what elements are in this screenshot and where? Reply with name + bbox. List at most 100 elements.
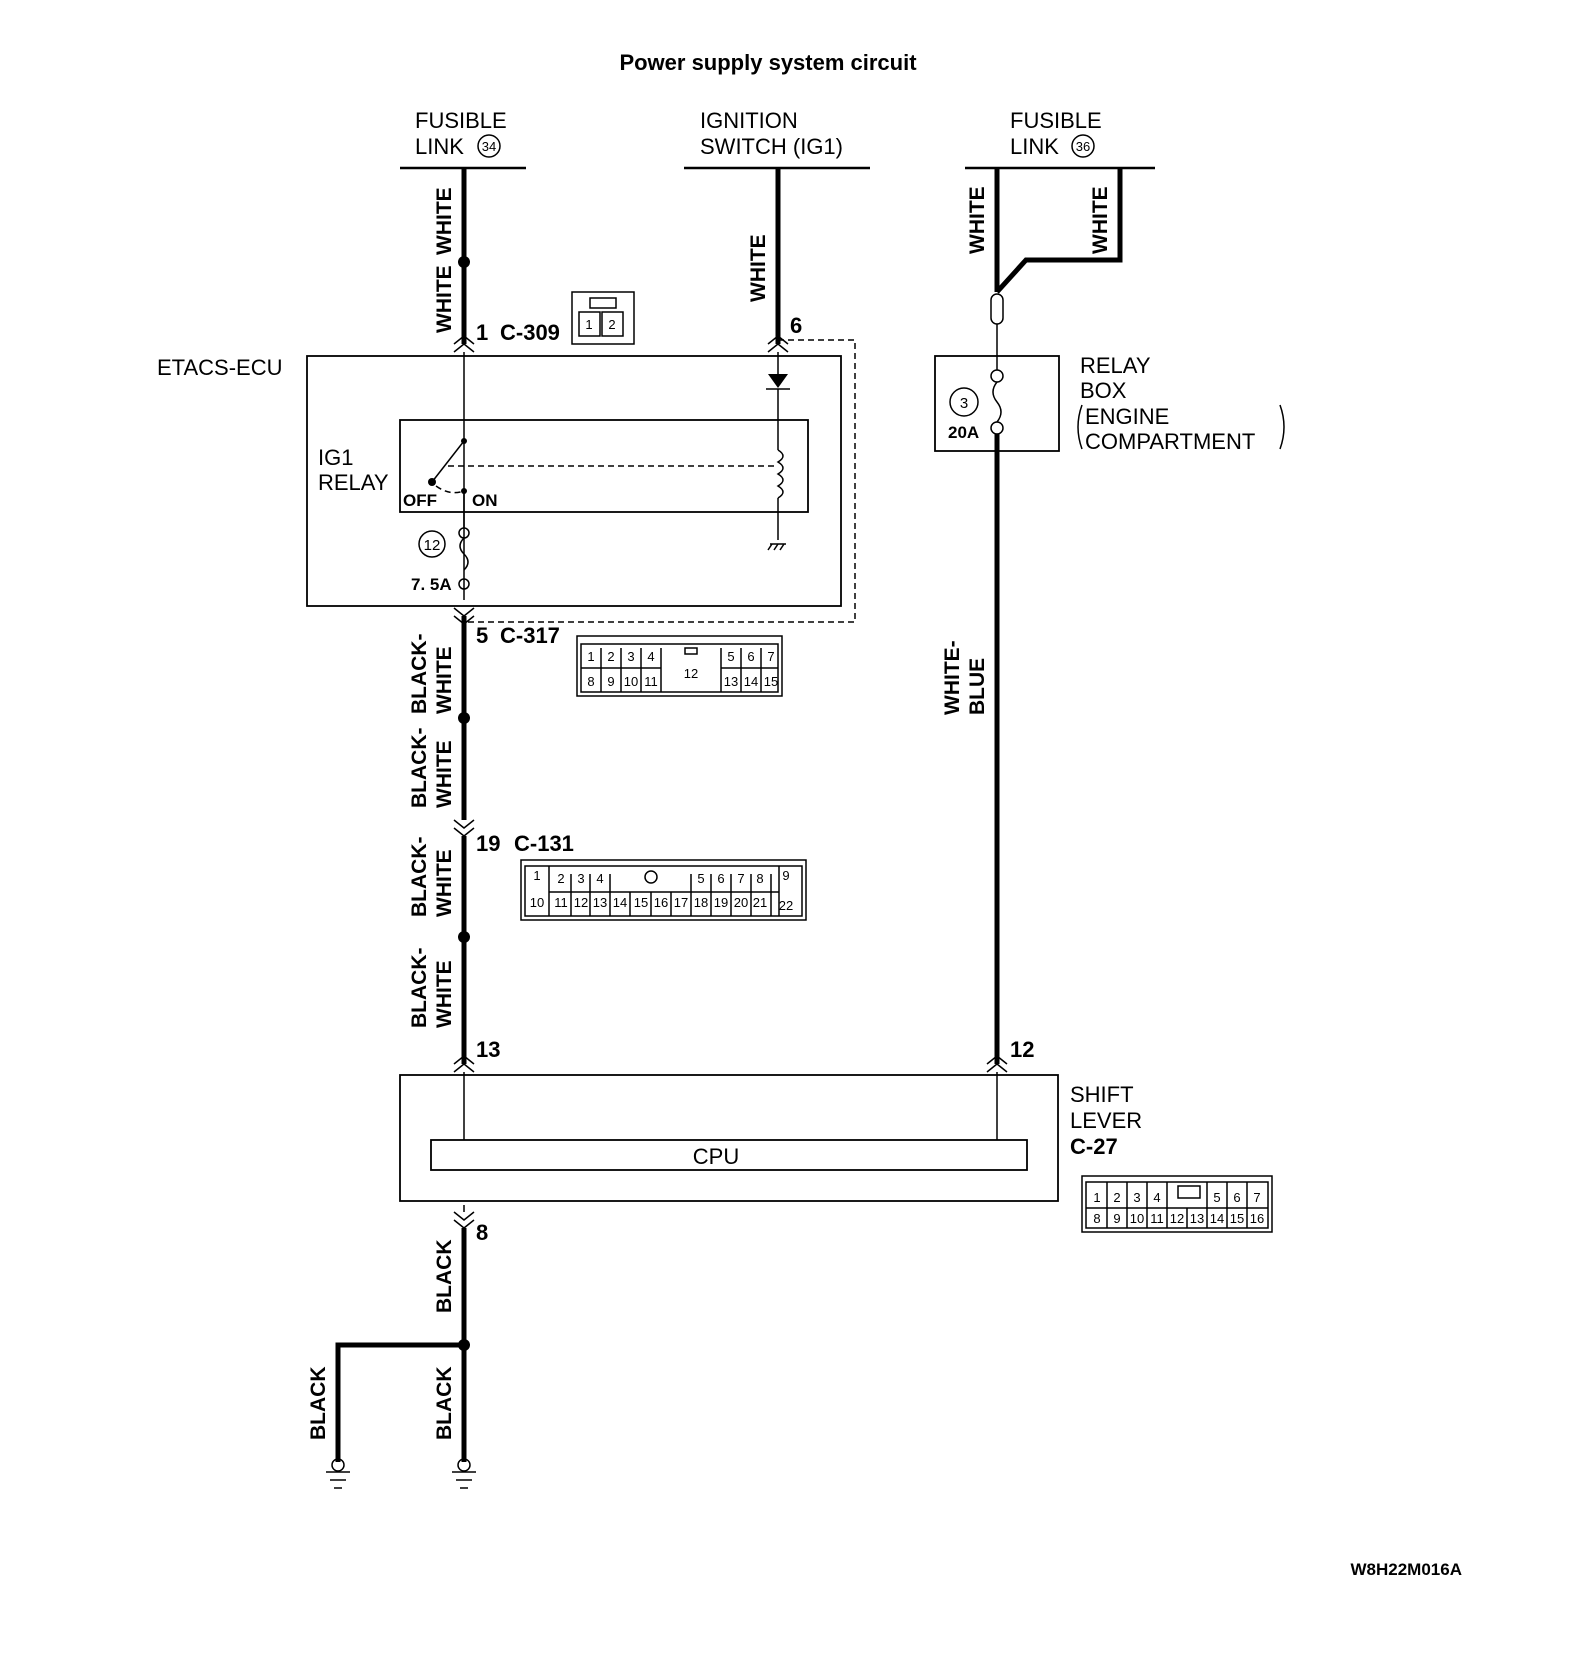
wire-label-wb-line2: BLUE [966,658,989,715]
c27-cell: 14 [1210,1211,1224,1226]
connector-c309-face: 1 2 [571,291,635,345]
c27-cell: 3 [1133,1190,1140,1205]
connector-c317-label: C-317 [500,623,560,648]
fuse-12-rating: 7. 5A [411,575,452,594]
c309-cell: 1 [585,317,592,332]
pin-shift-right: 12 [1010,1037,1034,1062]
connector-c27-face: 1 2 3 4 5 6 7 8 9 10 11 12 13 14 15 16 [1081,1175,1273,1233]
shift-lever-unit: CPU SHIFT LEVER C-27 [399,1074,1142,1202]
wire-label-white-fl36-b: WHITE [1089,186,1112,254]
relay-box-fuse-number: 3 [960,395,968,412]
fuse-12-number: 12 [424,537,441,554]
connector-c309-label: C-309 [500,320,560,345]
wire-label-black-2: BLACK [433,1367,456,1441]
wire-label-bw2-line2: WHITE [433,740,456,808]
fusible-link-36-label-line1: FUSIBLE [1010,108,1102,133]
c27-cell: 5 [1213,1190,1220,1205]
relay-box-label-line1: RELAY [1080,353,1151,378]
connector-c317-face: 1 2 3 4 12 5 6 7 8 9 10 11 13 14 15 [576,635,783,697]
fusible-link-34-number: 34 [482,139,496,154]
c27-cell: 12 [1170,1211,1184,1226]
ground-symbol-left [326,1458,350,1489]
relay-off-label: OFF [403,491,437,510]
c131-cell: 13 [593,895,607,910]
c131-cell: 9 [782,868,789,883]
ignition-switch-label-line2: SWITCH (IG1) [700,134,843,159]
c131-cell: 11 [554,895,568,910]
pin-c309: 1 [476,320,488,345]
c131-cell: 1 [533,868,540,883]
pin-c131: 19 [476,831,500,856]
c317-cell: 8 [587,674,594,689]
relay-on-label: ON [472,491,498,510]
c27-cell: 4 [1153,1190,1160,1205]
wire-label-white-fl36-a: WHITE [966,186,989,254]
c27-cell: 11 [1150,1211,1164,1226]
c317-cell: 15 [764,674,778,689]
c131-cell: 5 [697,871,704,886]
relay-box-label-line3: ENGINE [1085,404,1169,429]
c317-cell: 13 [724,674,738,689]
c317-cell: 2 [607,649,614,664]
c131-cell: 6 [717,871,724,886]
pin-ground: 8 [476,1220,488,1245]
wire-label-bw3-line1: BLACK- [408,837,431,917]
diagram-title: Power supply system circuit [619,50,917,75]
c131-cell: 10 [530,895,544,910]
wire-label-bw4-line1: BLACK- [408,948,431,1028]
c131-cell: 14 [613,895,627,910]
pin-ignition: 6 [790,313,802,338]
shift-lever-label-line1: SHIFT [1070,1082,1134,1107]
fusible-link-36-label-line2: LINK [1010,134,1059,159]
c317-cell: 4 [647,649,654,664]
fusible-link-34-header: FUSIBLE LINK 34 [400,108,526,170]
ignition-switch-label-line1: IGNITION [700,108,798,133]
c27-cell: 1 [1093,1190,1100,1205]
c317-cell: 9 [607,674,614,689]
wire-label-bw1-line1: BLACK- [408,634,431,714]
ig1-relay-box [399,419,809,513]
c27-cell: 6 [1233,1190,1240,1205]
c317-cell: 11 [644,674,658,689]
shift-lever-label-line2: LEVER [1070,1108,1142,1133]
connector-c131-label: C-131 [514,831,574,856]
c27-cell: 15 [1230,1211,1244,1226]
fusible-link-34-label-line1: FUSIBLE [415,108,507,133]
ignition-switch-header: IGNITION SWITCH (IG1) [684,108,870,170]
shift-lever-connector-label: C-27 [1070,1134,1118,1159]
c27-cell: 9 [1113,1211,1120,1226]
relay-box: 3 20A RELAY BOX ENGINE COMPARTMENT [934,353,1285,454]
c131-cell: 8 [756,871,763,886]
c131-cell: 19 [714,895,728,910]
c27-cell: 10 [1130,1211,1144,1226]
c131-cell: 17 [674,895,688,910]
c131-cell: 20 [734,895,748,910]
c27-cell: 16 [1250,1211,1264,1226]
relay-box-label-line4: COMPARTMENT [1085,429,1255,454]
c317-cell: 5 [727,649,734,664]
c27-cell: 7 [1253,1190,1260,1205]
c317-cell: 7 [767,649,774,664]
c27-cell: 8 [1093,1211,1100,1226]
wire-label-bw2-line1: BLACK- [408,728,431,808]
c131-cell: 3 [577,871,584,886]
relay-box-label-line2: BOX [1080,378,1127,403]
wire-label-bw4-line2: WHITE [433,960,456,1028]
ignition-wire [464,168,856,623]
c317-cell: 1 [587,649,594,664]
connector-grid-lines [548,648,1268,1228]
c317-cell: 14 [744,674,758,689]
fusible-link-36-header: FUSIBLE LINK 36 [965,108,1155,170]
c131-cell: 21 [753,895,767,910]
relay-box-fuse-rating: 20A [948,423,979,442]
c131-cell: 15 [634,895,648,910]
ig1-relay-label-line1: IG1 [318,445,353,470]
etacs-ecu-label: ETACS-ECU [157,355,283,380]
wire-label-white-2: WHITE [433,265,456,333]
c131-cell: 12 [574,895,588,910]
c27-cell: 13 [1190,1211,1204,1226]
c317-cell: 3 [627,649,634,664]
pin-shift-left: 13 [476,1037,500,1062]
c317-grid: 1 2 3 4 12 5 6 7 8 9 10 11 13 14 15 [587,649,778,689]
wire-label-wb-line1: WHITE- [941,640,964,715]
